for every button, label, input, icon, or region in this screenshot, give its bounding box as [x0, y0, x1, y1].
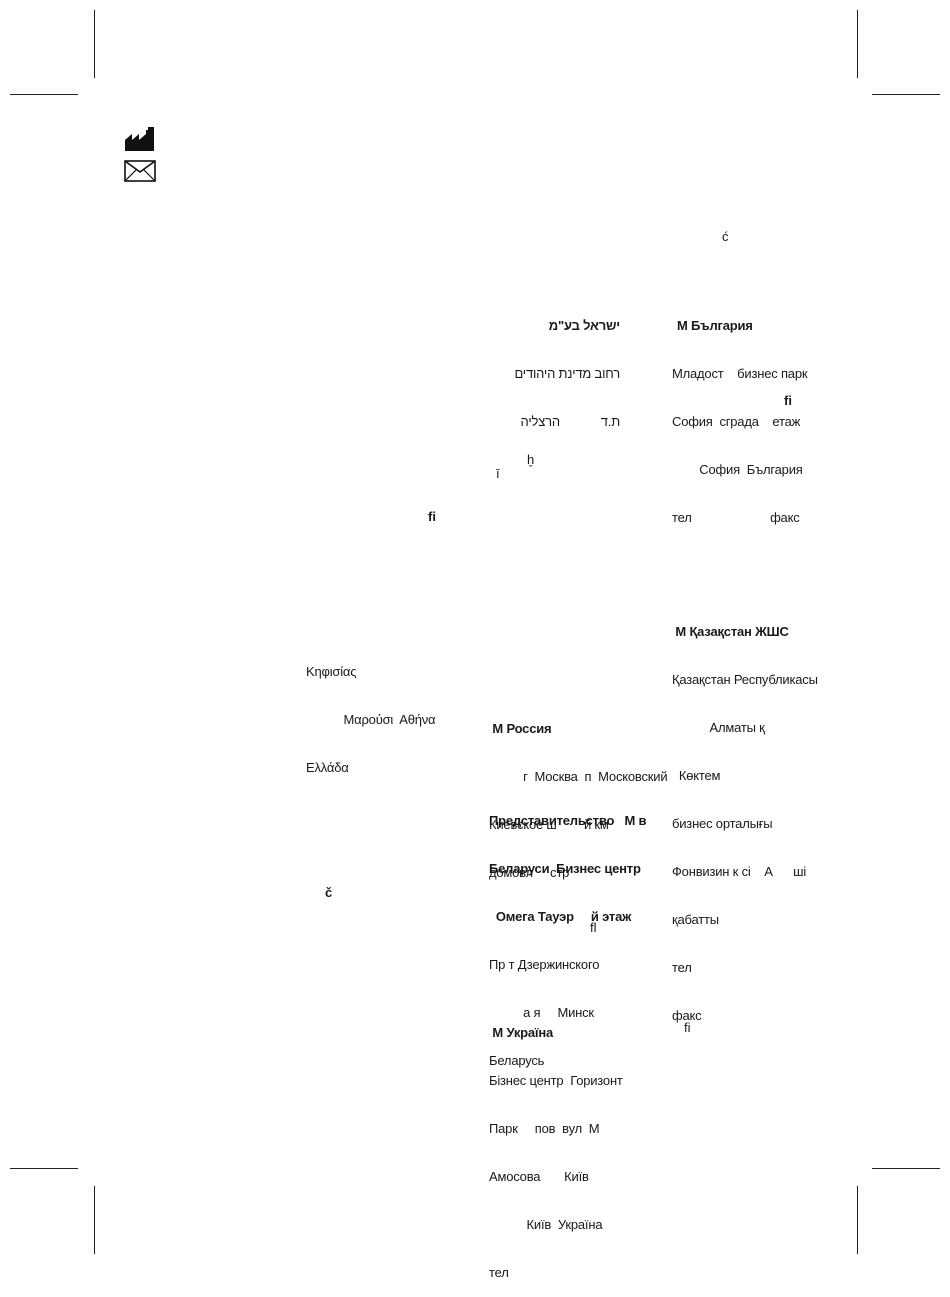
address-line: ת.ד הרצליה	[520, 414, 621, 429]
address-line: София България	[672, 462, 803, 477]
address-line: Младост бизнес парк	[672, 366, 808, 381]
address-russia: M Россия г Москва п Московский Киевское …	[489, 689, 668, 897]
address-kazakhstan: M Қазақстан ЖШС Қазақстан Республикасы А…	[672, 592, 818, 1040]
phone-line: тел	[672, 960, 692, 975]
company-name: Представительство M в	[489, 813, 647, 828]
address-greece: Κηφισίας Μαρούσι Αθήνα Ελλάδα	[306, 632, 436, 792]
address-line: Қазақстан Республикасы	[672, 672, 818, 687]
crop-mark	[872, 1168, 940, 1169]
stray-glyph: fi	[784, 393, 792, 408]
company-name: M Россия	[489, 721, 552, 736]
crop-mark	[872, 94, 940, 95]
address-line: қабатты	[672, 912, 719, 927]
company-name: M България	[677, 318, 753, 333]
address-line: домовл стр	[489, 865, 570, 880]
crop-mark	[857, 1186, 858, 1254]
address-line: г Москва п Московский	[489, 769, 668, 784]
manufacturer-icon	[125, 127, 154, 151]
address-line: бизнес орталығы	[672, 816, 773, 831]
address-line: Київ Україна	[489, 1217, 603, 1232]
stray-glyph: ḫ	[527, 452, 535, 467]
crop-mark	[857, 10, 858, 78]
fax-line: факс	[672, 1008, 702, 1023]
stray-glyph: fl	[590, 920, 597, 935]
crop-mark	[94, 10, 95, 78]
stray-glyph: ć	[722, 229, 729, 244]
address-line: Парк пов вул М	[489, 1121, 600, 1136]
address-line: Μαρούσι Αθήνα	[306, 712, 436, 727]
address-belarus: Представительство M в Беларуси Бизнес це…	[489, 781, 646, 1085]
address-line: Фонвизин к сі А ші	[672, 864, 807, 879]
company-name: Беларуси Бизнес центр	[489, 861, 641, 876]
stray-glyph: fi	[684, 1020, 691, 1035]
crop-mark	[10, 1168, 78, 1169]
address-line: Ελλάδα	[306, 760, 349, 775]
stray-glyph: ī	[496, 466, 500, 481]
address-israel: ישראל בע"מ רחוב מדינת היהודים ת.ד הרצליה	[470, 286, 620, 446]
crop-mark	[10, 94, 78, 95]
envelope-icon	[124, 160, 156, 182]
company-name: ישראל בע"מ	[548, 318, 620, 333]
address-bulgaria: M България Младост бизнес парк София сгр…	[672, 286, 808, 542]
stray-glyph: č	[325, 885, 333, 900]
address-ukraine: M Україна Бізнес центр Горизонт Парк пов…	[489, 993, 623, 1297]
company-name: M Україна	[489, 1025, 554, 1040]
address-line: а я Минск	[489, 1005, 594, 1020]
address-line: Пр т Дзержинского	[489, 957, 600, 972]
address-line: Алматы қ	[672, 720, 765, 735]
crop-mark	[94, 1186, 95, 1254]
address-line: Киевское ш й км	[489, 817, 609, 832]
phone-line: тел	[489, 1265, 509, 1280]
phone-line: тел факс	[672, 510, 800, 525]
address-line: רחוב מדינת היהודים	[514, 366, 620, 381]
address-line: София сграда етаж	[672, 414, 801, 429]
company-name: Омега Тауэр й этаж	[489, 909, 632, 924]
address-line: Беларусь	[489, 1053, 545, 1068]
address-line: Κηφισίας	[306, 664, 357, 679]
address-line: Амосова Київ	[489, 1169, 589, 1184]
address-line: Көктем	[672, 768, 721, 783]
company-name: M Қазақстан ЖШС	[672, 624, 789, 639]
stray-glyph: fi	[428, 509, 436, 524]
address-line: Бізнес центр Горизонт	[489, 1073, 623, 1088]
